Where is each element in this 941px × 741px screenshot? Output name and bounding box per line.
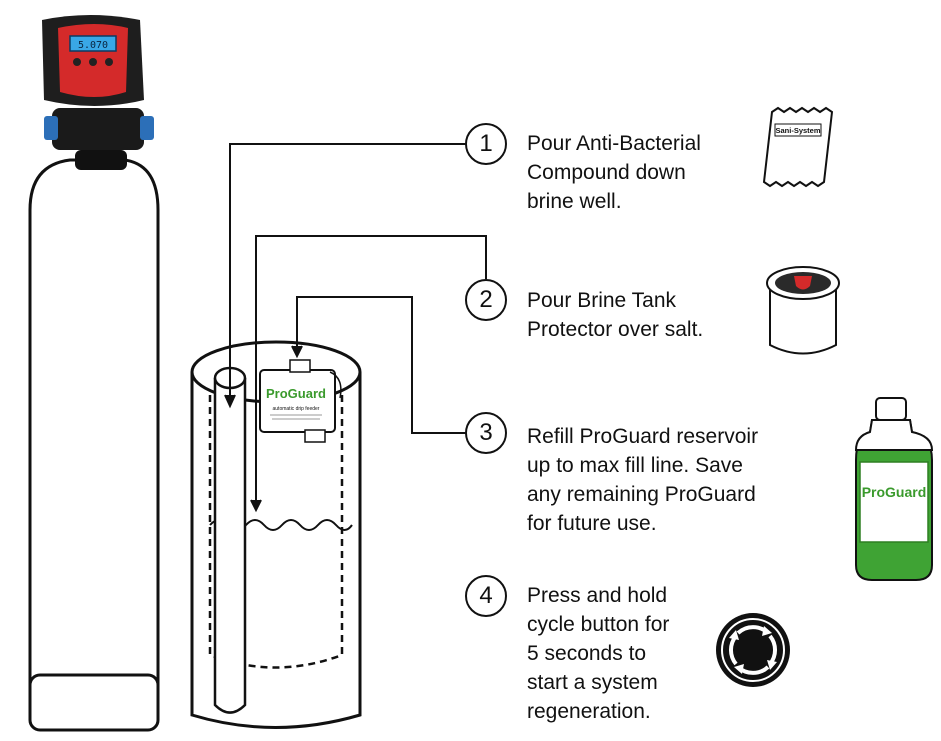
controller-button-right[interactable] — [105, 58, 113, 66]
brine-protector-jar — [766, 266, 840, 355]
step-2-number: 2 — [465, 279, 507, 321]
brine-tank — [190, 340, 362, 729]
controller-display — [69, 35, 117, 52]
shield-icon — [794, 276, 812, 290]
step-4-text: Press and hold cycle button for 5 second… — [527, 581, 669, 726]
bottle-brand: ProGuard — [862, 484, 927, 500]
step-4-line: cycle button for — [527, 613, 670, 636]
connector-step-1 — [229, 143, 467, 400]
step-4-line: Press and hold — [527, 584, 668, 607]
step-1-line: brine well. — [527, 190, 622, 213]
step-1-line: Compound down — [527, 161, 686, 184]
step-1-text: Pour Anti-Bacterial Compound down brine … — [527, 129, 701, 216]
proguard-bottle: ProGuard — [854, 397, 934, 581]
proguard-reservoir: ProGuard automatic drip feeder — [259, 359, 342, 443]
connector-lines — [224, 143, 487, 513]
reservoir-brand: ProGuard — [266, 386, 326, 401]
controller-button-cycle[interactable] — [89, 58, 97, 66]
regeneration-cycle-icon — [716, 613, 790, 687]
sani-system-label: Sani-System — [775, 126, 820, 135]
step-4-line: start a system — [527, 671, 658, 694]
display-value: 5.070 — [78, 40, 108, 51]
sani-system-packet: Sani-System — [762, 106, 834, 188]
step-4-line: 5 seconds to — [527, 642, 647, 665]
step-3-line: Refill ProGuard reservoir — [527, 425, 759, 448]
step-3-number: 3 — [465, 412, 507, 454]
reservoir-subtitle: automatic drip feeder — [273, 406, 320, 412]
step-3-text: Refill ProGuard reservoir up to max fill… — [527, 422, 758, 538]
connector-step-2 — [255, 235, 487, 505]
step-3-line: for future use. — [527, 512, 657, 535]
resin-tank — [28, 150, 160, 732]
step-2-line: Protector over salt. — [527, 318, 704, 341]
control-valve: 5.070 — [42, 15, 154, 150]
connector-step-3 — [296, 296, 467, 434]
step-2-line: Pour Brine Tank — [527, 289, 677, 312]
step-1-number: 1 — [465, 123, 507, 165]
step-4-line: regeneration. — [527, 700, 651, 723]
step-4-number: 4 — [465, 575, 507, 617]
brine-well — [213, 378, 247, 714]
step-1-line: Pour Anti-Bacterial — [527, 132, 701, 155]
controller-button-left[interactable] — [73, 58, 81, 66]
step-3-line: up to max fill line. Save — [527, 454, 743, 477]
step-2-text: Pour Brine Tank Protector over salt. — [527, 286, 703, 344]
step-3-line: any remaining ProGuard — [527, 483, 756, 506]
